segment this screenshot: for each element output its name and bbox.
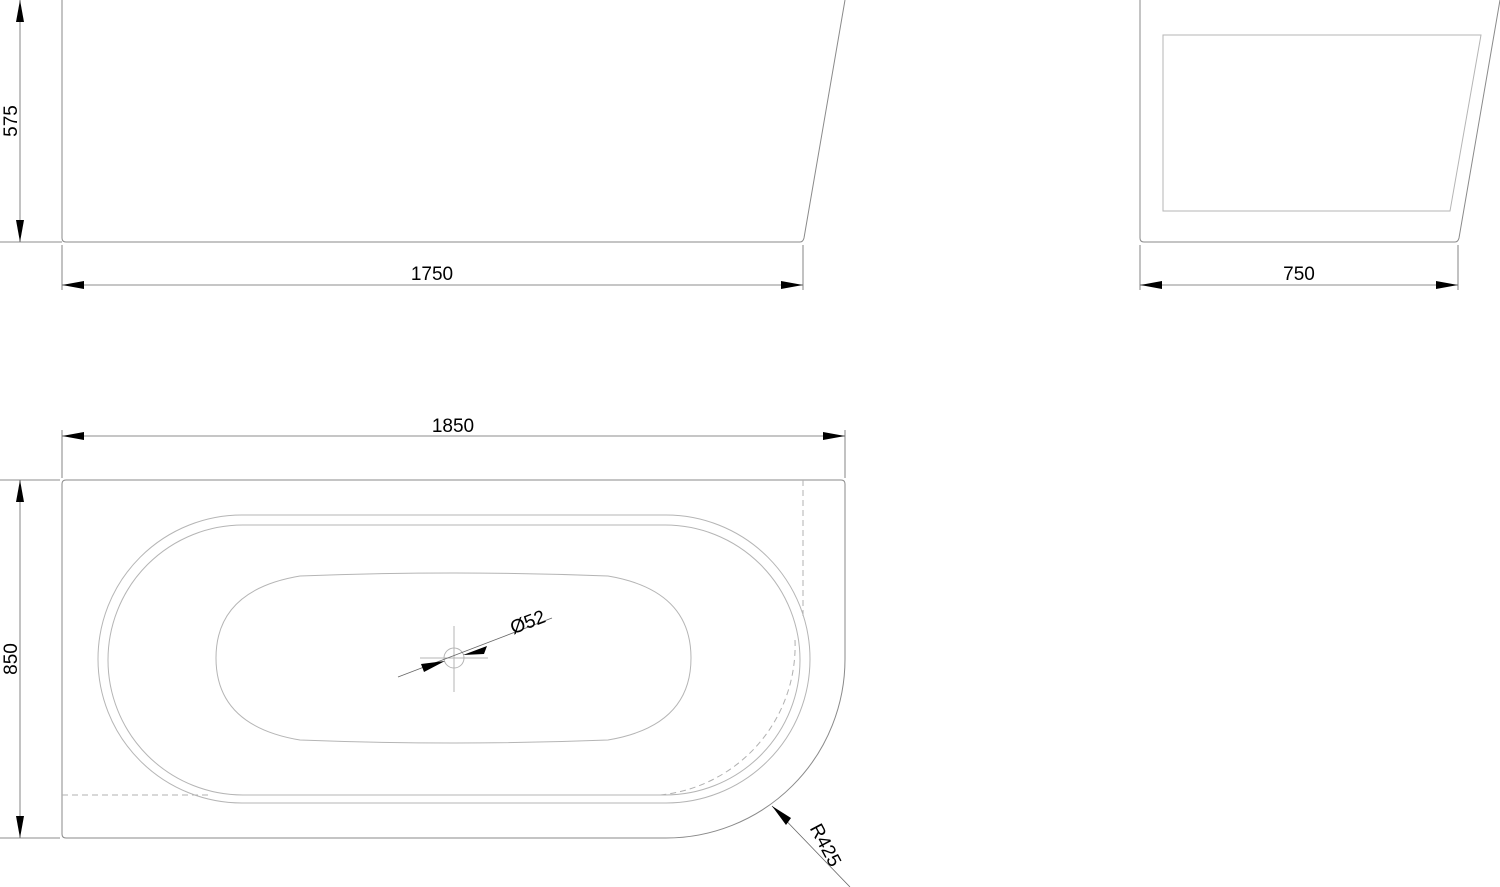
end-width-label: 750 (1283, 264, 1315, 285)
tub-rim-outer (97, 514, 811, 804)
plan-width-label: 850 (1, 643, 22, 675)
plan-view: 1850 850 Ø52 R425 (0, 416, 851, 887)
side-view-outline (61, 0, 846, 243)
tub-rim-inner (107, 524, 801, 796)
side-height-label: 575 (1, 105, 22, 137)
side-view: 575 1750 (0, 0, 846, 290)
end-view: 750 (1139, 0, 1500, 290)
plan-length-label: 1850 (432, 416, 474, 437)
end-view-inner (1162, 34, 1482, 212)
drain-diameter-label: Ø52 (507, 607, 548, 639)
end-view-outline (1139, 0, 1500, 243)
tub-basin (215, 572, 692, 744)
side-length-label: 1750 (411, 264, 453, 285)
plan-outline (61, 479, 846, 839)
radius-label: R425 (805, 820, 845, 870)
